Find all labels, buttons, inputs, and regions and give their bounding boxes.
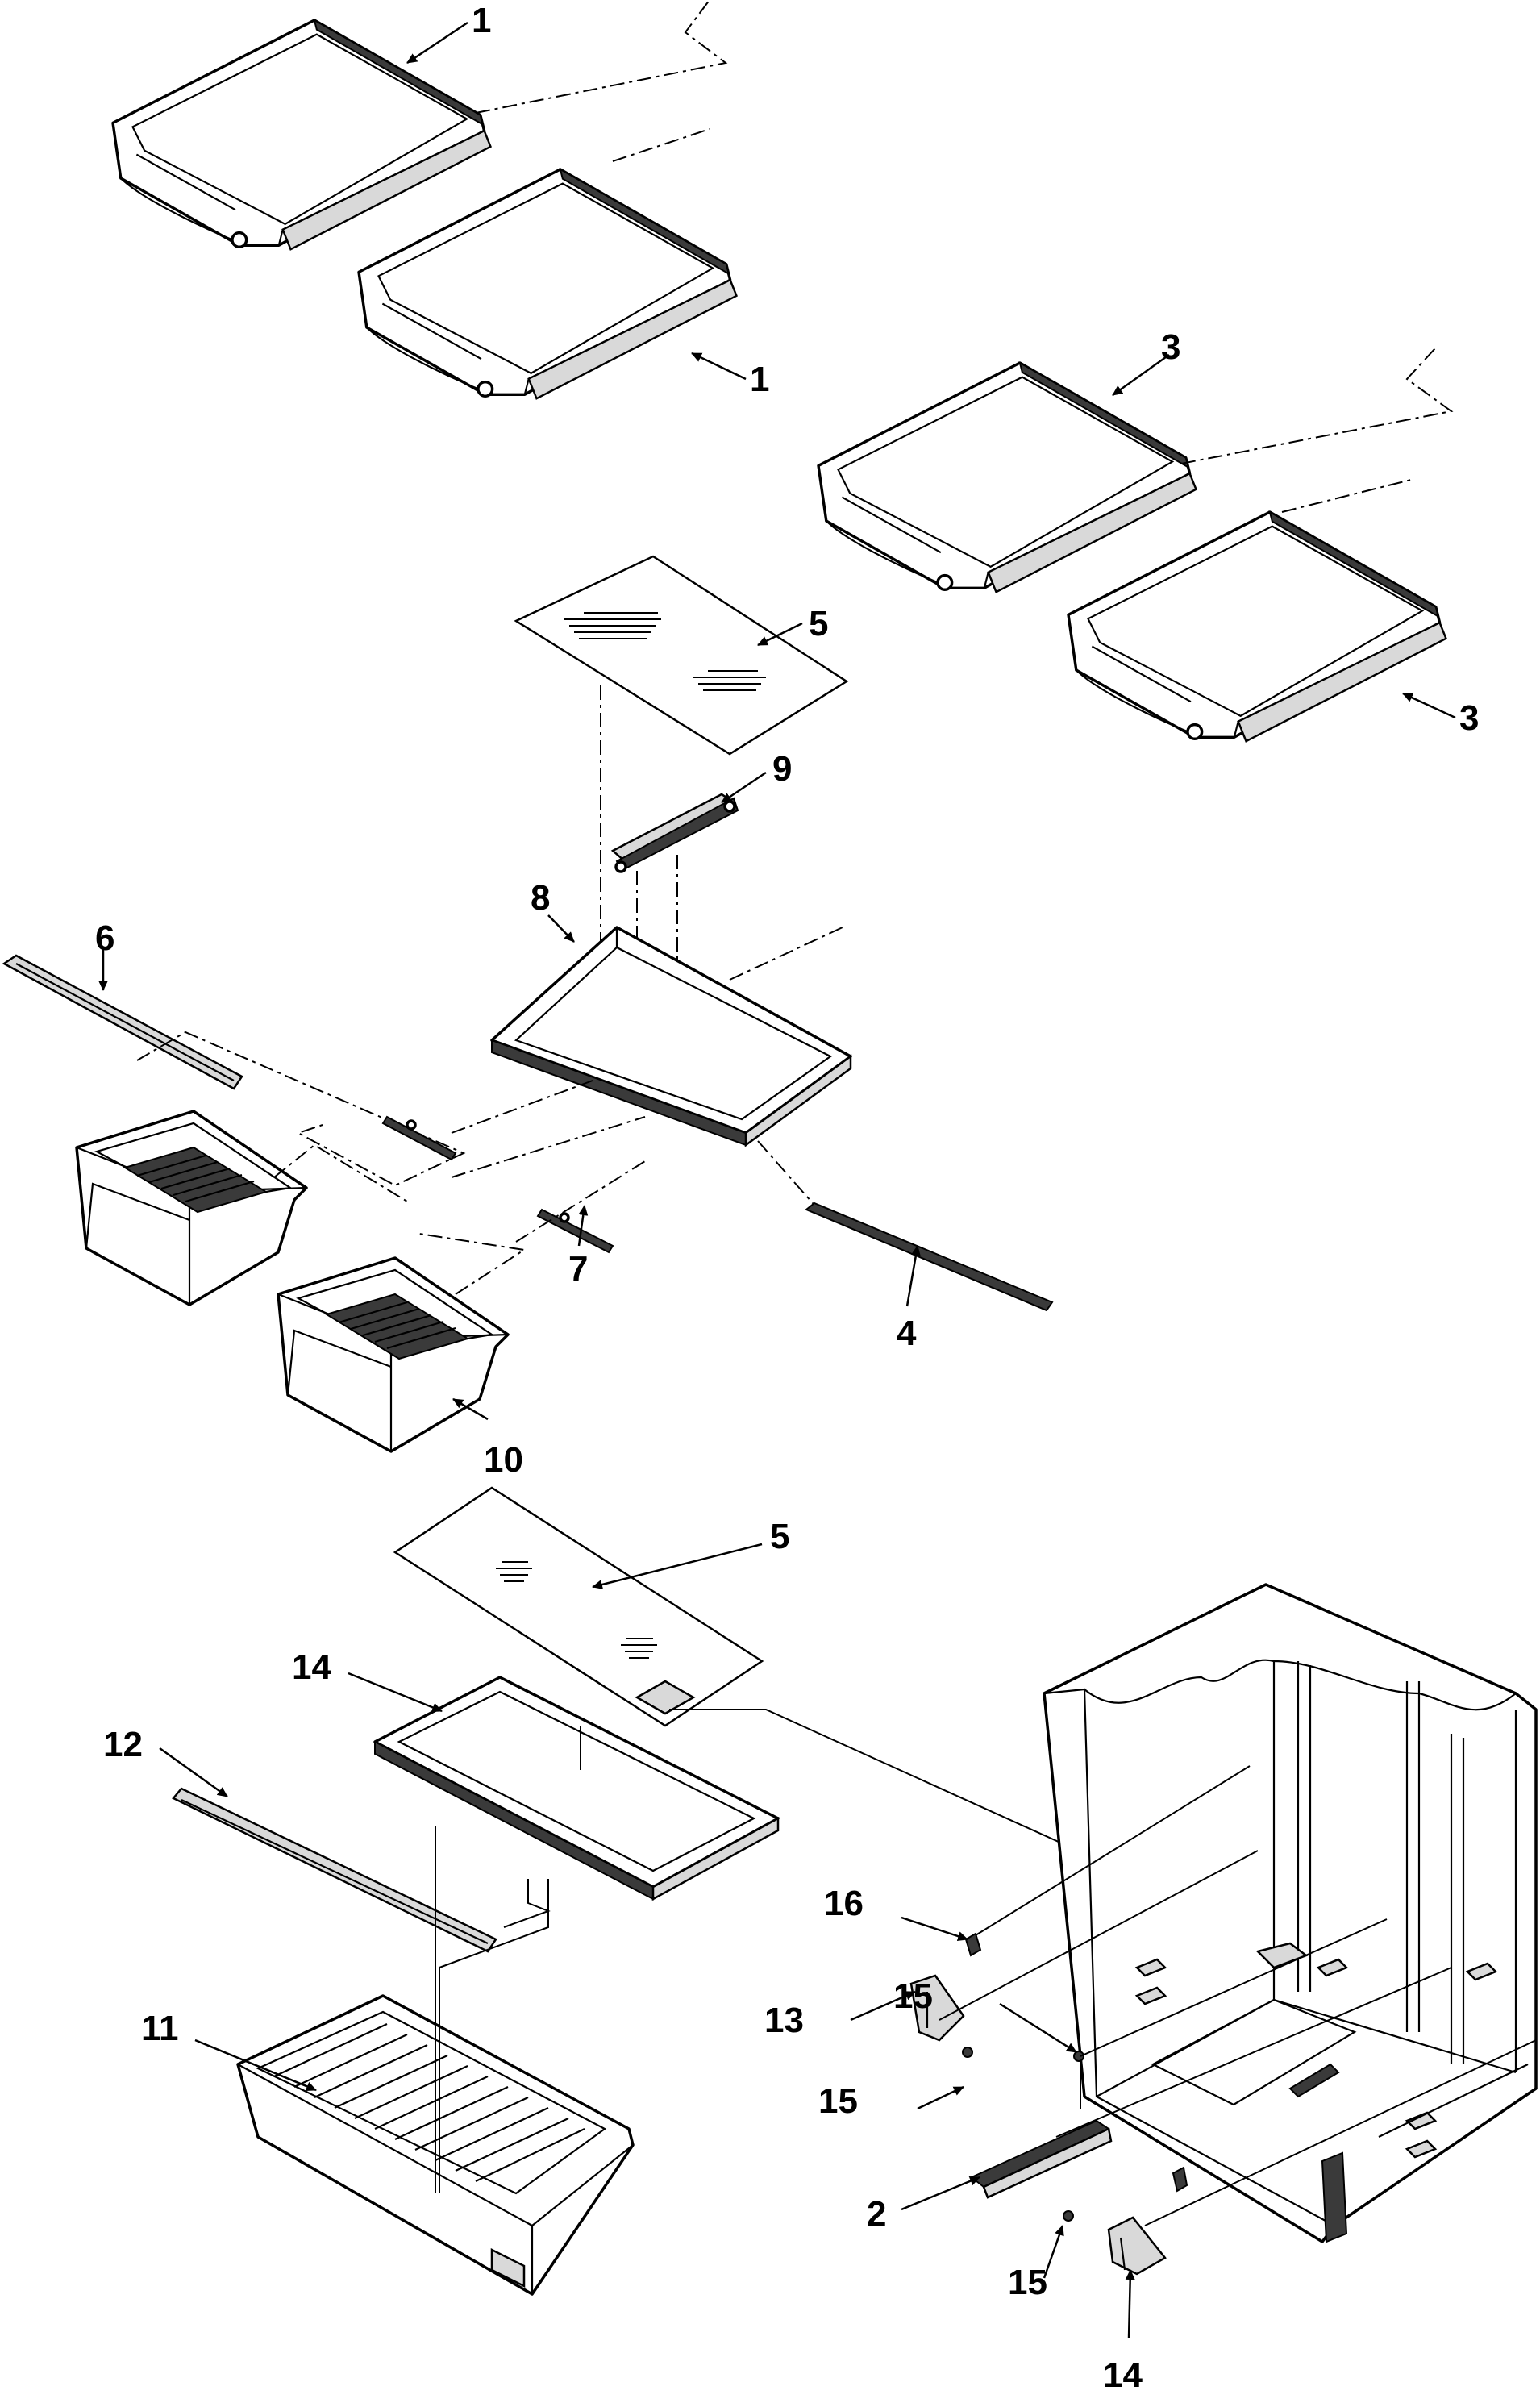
support-part-7-upper	[381, 1115, 457, 1161]
callout-5-lower: 5	[770, 1517, 789, 1556]
screw-15-a	[962, 2047, 973, 2058]
glass-tab-5	[635, 1680, 696, 1715]
guide-line-1b	[612, 128, 710, 162]
callout-16: 16	[824, 1884, 864, 1923]
callout-2: 2	[867, 2194, 886, 2234]
glass-vent-pattern-b	[496, 1561, 657, 1659]
callout-7: 7	[568, 1249, 588, 1289]
callout-9: 9	[772, 749, 792, 789]
shelf-part-1-lower	[357, 168, 739, 400]
callout-4: 4	[897, 1314, 917, 1353]
callout-10: 10	[484, 1440, 523, 1480]
callout-11: 11	[141, 2009, 179, 2048]
callout-1-lower: 1	[750, 360, 769, 399]
guide-line-7	[451, 1080, 646, 1243]
callout-1-upper: 1	[472, 1, 491, 40]
support-part-7-lower	[536, 1208, 614, 1254]
callout-3-upper: 3	[1161, 327, 1180, 367]
callout-6: 6	[95, 918, 114, 958]
callout-5-upper: 5	[809, 604, 828, 643]
cabinet-liner	[1043, 1583, 1538, 2243]
callout-15-a: 15	[893, 1976, 933, 2016]
callout-14-upper: 14	[292, 1647, 331, 1687]
callout-15-b: 15	[818, 2081, 858, 2121]
callout-13: 13	[764, 2001, 804, 2040]
guide-line-1	[475, 0, 728, 114]
callout-leaders	[98, 21, 1456, 2339]
callout-12: 12	[103, 1725, 143, 1764]
bracket-13	[909, 1974, 965, 2042]
cover-plate-2	[970, 2119, 1113, 2199]
glass-cover-5-lower	[393, 1486, 764, 1727]
slide-rail-9	[610, 793, 739, 873]
guide-line-11	[435, 1826, 549, 2193]
shelf-part-1-upper	[111, 19, 493, 251]
guide-line-10	[273, 1143, 408, 1202]
callout-14-lower: 14	[1103, 2355, 1143, 2395]
callout-3-lower: 3	[1459, 698, 1479, 738]
clip-liner	[1172, 2166, 1188, 2193]
bracket-14	[1107, 2216, 1167, 2276]
crisper-drawer-10-right	[277, 1256, 510, 1453]
guide-line-3b	[1281, 479, 1412, 513]
glass-cover-5-upper	[514, 555, 849, 756]
screw-15-b	[1073, 2051, 1084, 2062]
callout-15-c: 15	[1008, 2263, 1047, 2302]
clip-16	[964, 1932, 982, 1957]
crisper-rail-6	[2, 954, 243, 1090]
guide-line-8a	[729, 927, 843, 981]
glass-vent-pattern-a	[564, 612, 766, 691]
guide-line-3	[1180, 348, 1454, 464]
guide-lines-hardware	[939, 1765, 1537, 2226]
crisper-drawer-10-left	[75, 1110, 308, 1306]
guide-line-6	[136, 1031, 466, 1187]
crisper-frame-8	[490, 926, 852, 1147]
guide-line-8b	[757, 1140, 819, 1210]
guide-line-12	[503, 1879, 551, 1928]
screw-15-c	[1063, 2210, 1074, 2222]
pan-frame-14	[373, 1676, 780, 1901]
shelf-part-3-upper	[817, 361, 1198, 593]
shelf-part-3-lower	[1067, 510, 1448, 743]
crisper-rail-4	[805, 1202, 1054, 1312]
callout-8: 8	[531, 878, 550, 918]
pan-rail-12	[172, 1787, 497, 1953]
